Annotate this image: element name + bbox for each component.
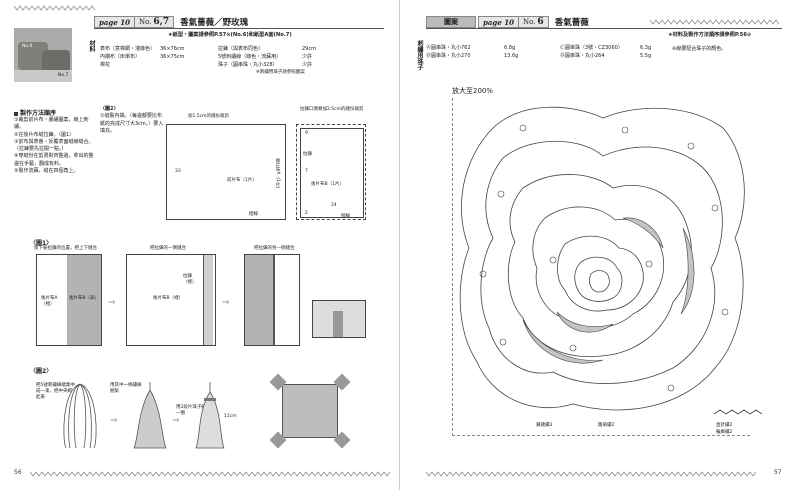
materials-list-left: 表布（意棉綢・淺綠色）36×76cm 內襯布（床單布）36×75cm 棉花 xyxy=(100,46,196,69)
arrow-icon: ⇒ xyxy=(172,416,180,426)
tassel-icon xyxy=(195,382,225,449)
materials-label: 材料 xyxy=(88,40,95,52)
stitch-label-lazy-daisy: 雛菊繡2 xyxy=(598,423,615,428)
beads-note: ※線要配合珠子的顏色。 xyxy=(672,46,727,52)
page-title: 香氣薔薇 xyxy=(554,18,589,28)
zigzag-footer xyxy=(30,470,390,478)
left-page: page 10 No.6,7 香氣薔薇／野玫瑰 ★紙型・圖案請參照P.57⊙(N… xyxy=(14,0,400,490)
fig1-panel-1: 後片布A（裡） 後片布B（表） xyxy=(36,254,102,346)
steps-title: 製作方法順序 xyxy=(14,108,56,117)
tassel-icon xyxy=(133,382,167,449)
section-label: 圖案 xyxy=(426,16,476,28)
paper-note: ★紙型・圖案請參照P.57⊙(No.6)和紙型A面(No.7) xyxy=(168,32,292,38)
rose-pattern xyxy=(452,98,750,436)
photo-tag-6: No.6 xyxy=(22,44,33,49)
step-item: ③前布與表番・反覆表面縫線縫合。（拉鍊要先拉開一點。） xyxy=(14,138,94,152)
beads-label: 刺繡用珠子 xyxy=(416,40,423,70)
page-number: 56 xyxy=(14,469,22,476)
tassel-icon xyxy=(63,383,97,449)
product-photo: No.6 No.7 xyxy=(14,28,72,82)
material-row: 內襯布（床單布）36×75cm xyxy=(100,53,185,60)
no-label: No.6,7 xyxy=(134,16,175,28)
material-row: 棉花 xyxy=(100,61,111,68)
steps-list: ①裁剪前片布・畫繡圖案，線上刺繡。 ②在後片布縫拉鍊。〈圖1〉 ③前布與表番・反… xyxy=(14,117,98,175)
back-a-label: 後片布A（1片） xyxy=(275,158,280,191)
zigzag-border xyxy=(14,4,96,12)
stitch-sample-icon xyxy=(713,409,763,415)
fig1-step-1: 留下裝拉鍊的位置，把上下縫合 xyxy=(34,246,97,251)
photo-tag-7: No.7 xyxy=(58,73,69,78)
fig1-panel-2: 後片布B（裡） 拉鍊（裡） xyxy=(126,254,216,346)
no-label: No.6 xyxy=(518,16,549,28)
materials-note: ※刺繡用珠子請參照圖案 xyxy=(256,70,305,75)
fig2-title: 〈圖2〉 xyxy=(30,368,53,375)
step-item: ④穿縫份在剪燙對齊整邊，拿出的整邊在手藝，翻成有料。 xyxy=(14,153,94,167)
zigzag-footer xyxy=(426,470,756,478)
right-page: 圖案 page 10 No.6 香氣薔薇 ★材料及製作方法順序請參照P.56⊙ … xyxy=(400,0,800,490)
page-number: 57 xyxy=(774,469,782,476)
enlarge-label: 放大至200% xyxy=(452,87,494,95)
right-header: 圖案 page 10 No.6 香氣薔薇 xyxy=(426,16,589,28)
page-label: page 10 xyxy=(478,16,519,28)
fig1-title: 〈圖1〉 xyxy=(30,240,53,247)
material-row: 5號刺繡線（綠色・流蘇用）少許 xyxy=(218,53,313,60)
header-rule xyxy=(426,28,782,29)
fig1-step-3: 把拉鍊的另一側縫合 xyxy=(254,246,295,251)
step-item: ②在後片布縫拉鍊。〈圖1〉 xyxy=(14,131,75,138)
fig1-step-2: 把拉鍊的一側縫合 xyxy=(150,246,186,251)
bead-row: Ⓒ圓串珠（3號・CZ3060）6.3g xyxy=(560,45,652,51)
arrow-icon: ⇒ xyxy=(222,298,230,308)
fig2-note: 〈圖2〉 ①縫製內袋。（每邊都要比布紙的完成尺寸大3cm。）要入填充。 xyxy=(100,106,164,134)
fig2-step-2: 用其中一條繡線捆紮 xyxy=(110,383,142,394)
page-label: page 10 xyxy=(94,16,135,28)
material-row: 拉鍊（與表布同色）29cm xyxy=(218,46,316,52)
zip-add-label: 拉鍊口側要加2.5cm的縫份裁剪 xyxy=(300,107,364,112)
step-item: ⑤製作流蘇，縫在四個角上。 xyxy=(14,167,79,174)
cushion-illustration xyxy=(269,373,351,449)
stitch-label-outline: 輪廓繡2 xyxy=(716,430,733,435)
front-panel-pattern: 前片布（1片） 摺線 33 xyxy=(166,124,286,220)
seam-add-label: 加1.5cm的縫份裁剪 xyxy=(188,114,230,119)
fig2-dim: 11cm xyxy=(224,414,237,419)
step-item: ①裁剪前片布・畫繡圖案，線上刺繡。 xyxy=(14,117,89,131)
arrow-icon: ⇒ xyxy=(110,416,118,426)
bullet-icon xyxy=(14,111,18,116)
page-title: 香氣薔薇／野玫瑰 xyxy=(180,18,249,28)
materials-list-right: 拉鍊（與表布同色）29cm 5號刺繡線（綠色・流蘇用）少許 珠子（圓串珠・丸小3… xyxy=(218,46,338,69)
note-top: ★材料及製作方法順序請參照P.56⊙ xyxy=(668,32,752,38)
fig1-panel-3 xyxy=(244,254,300,346)
fig2-step-1: 把5號刺繡線繞集中成一束，把中央綁起來 xyxy=(36,383,75,400)
back-panel-pattern xyxy=(296,124,366,220)
fig1-detail xyxy=(312,300,366,338)
left-header: page 10 No.6,7 香氣薔薇／野玫瑰 xyxy=(94,16,248,28)
arrow-icon: ⇒ xyxy=(108,298,116,308)
zigzag-border xyxy=(650,18,780,26)
header-rule xyxy=(94,28,384,29)
fig2-step-3: 用2段片珠子綁一圈 xyxy=(176,405,206,416)
material-row: 珠子（圓串珠・丸小328）少許 xyxy=(218,61,313,68)
stitch-label-straight: 直針繡2 xyxy=(716,423,733,428)
material-row: 表布（意棉綢・淺綠色）36×76cm xyxy=(100,46,185,52)
stitch-label-chain: 鎖鏈繡3 xyxy=(536,423,553,428)
back-panel-inner: 9 拉鍊 7 後片布B（1片） 24 2 摺線 xyxy=(300,128,364,219)
